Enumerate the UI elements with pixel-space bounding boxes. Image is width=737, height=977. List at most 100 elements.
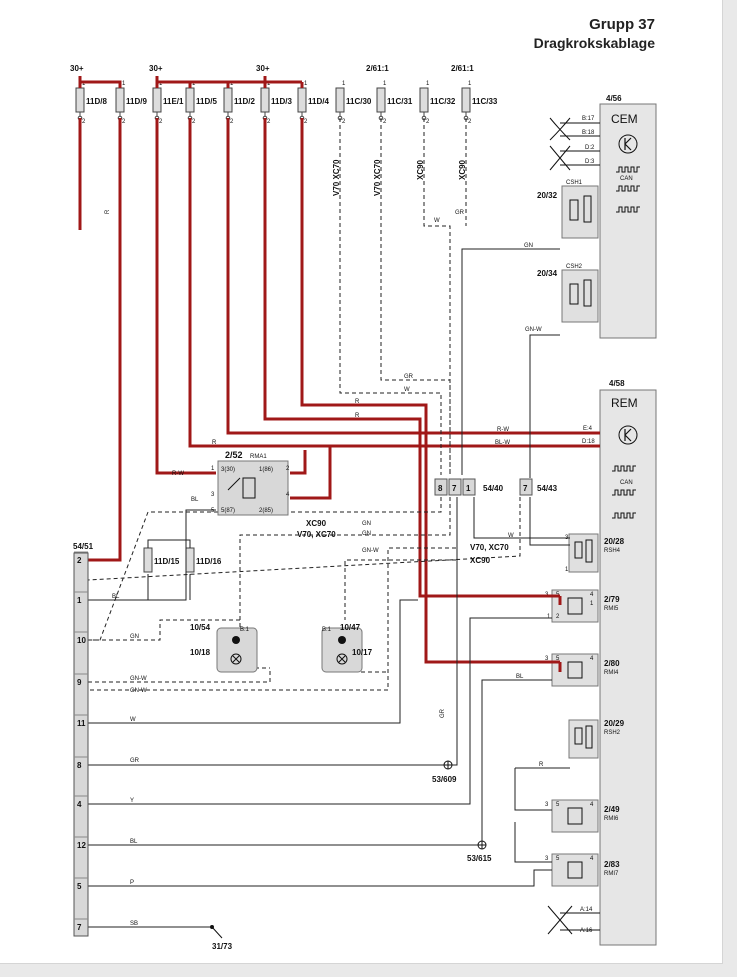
relay-pin-1: 1	[211, 466, 215, 472]
c5451-pin: 7	[77, 923, 82, 932]
relay-rma1: 2/52 RMA1 3(30) 1(86) 5(87) 2(85) 1 2 3 …	[211, 450, 290, 516]
connector-5443: 7 54/43	[519, 478, 558, 496]
rmi5-name: RMI5	[604, 606, 619, 612]
wire-label-gr3: GR	[440, 708, 446, 718]
fuse-label: 11D/8	[86, 97, 107, 106]
wire-label-gnw4: GN-W	[130, 688, 147, 694]
wire-label-gn2: GN	[362, 521, 371, 527]
fuse-label: 11C/33	[472, 97, 498, 106]
fuse-label: 11D/15	[154, 557, 180, 566]
rem-pin-a16: A:16	[580, 928, 593, 934]
model-label-xc90-a: XC90	[416, 159, 425, 180]
csh1-block	[561, 185, 599, 239]
lamp-right: 10/47 10/17 B:1	[321, 623, 373, 673]
svg-text:4: 4	[590, 592, 594, 598]
c5451-pin: 4	[77, 800, 82, 809]
csh2-name: CSH2	[566, 264, 583, 270]
svg-text:2: 2	[468, 119, 472, 125]
fuse-label: 11D/9	[126, 97, 147, 106]
cem-pin-d2: D:2	[585, 145, 595, 151]
lamp-right-pin: B:1	[322, 627, 332, 633]
svg-text:2: 2	[267, 119, 271, 125]
svg-text:2: 2	[383, 119, 387, 125]
svg-text:1: 1	[590, 601, 594, 607]
cem-k-icon	[618, 134, 638, 154]
rmi4-name: RMI4	[604, 670, 619, 676]
lamp-left-pin: B:1	[240, 627, 250, 633]
svg-text:1: 1	[565, 567, 569, 573]
svg-text:1: 1	[383, 81, 387, 87]
csh1-id: 20/32	[537, 191, 558, 200]
rem-can-label: CAN	[620, 480, 633, 486]
wire-label-blw: BL-W	[495, 440, 510, 446]
wire-label-p: P	[130, 880, 134, 886]
relay-id: 2/52	[225, 450, 243, 460]
svg-text:2: 2	[304, 119, 308, 125]
ground-3173: 31/73	[212, 942, 233, 951]
csh1-name: CSH1	[566, 180, 583, 186]
relay-pin-285: 2(85)	[259, 508, 273, 514]
rmi4-id: 2/80	[604, 659, 620, 668]
wire-label-gn: GN	[524, 243, 533, 249]
cem-id: 4/56	[606, 94, 622, 103]
svg-text:1: 1	[267, 81, 271, 87]
wire-label-gn4: GN	[130, 634, 139, 640]
lamp-right-id-a: 10/47	[340, 623, 361, 632]
fuse-label: 11D/2	[234, 97, 255, 106]
wire-label-sb: SB	[130, 921, 138, 927]
wire-label-w3: W	[130, 717, 136, 723]
cem-pin-b17: B:17	[582, 116, 595, 122]
lamp-x-icon	[230, 653, 242, 665]
lamp-left: 10/54 10/18 B:1	[190, 623, 258, 673]
c5451-id: 54/51	[73, 542, 94, 551]
wire-label-gr-top: GR	[455, 210, 465, 216]
red-wires	[78, 76, 600, 672]
cem-pin-d3: D:3	[585, 159, 595, 165]
svg-text:1: 1	[547, 614, 551, 620]
svg-text:2: 2	[230, 119, 234, 125]
svg-text:2: 2	[122, 119, 126, 125]
fuse-label: 11D/5	[196, 97, 217, 106]
svg-text:5: 5	[556, 656, 560, 662]
rmi6-block	[551, 799, 599, 833]
rsh2-block	[568, 719, 599, 759]
svg-text:3: 3	[545, 656, 549, 662]
lamp-left-id-b: 10/18	[190, 648, 211, 657]
fuse-label: 11C/32	[430, 97, 456, 106]
relay-pin-2: 2	[286, 466, 290, 472]
wire-label-gnw2: GN-W	[362, 548, 379, 554]
wire-label-w2: W	[508, 533, 514, 539]
rsh4-id: 20/28	[604, 537, 625, 546]
wire-label-r3: R	[212, 440, 217, 446]
cem-module: 4/56 CEM CAN B:17 B:18 D:2 D:3 20/	[537, 94, 657, 339]
svg-text:1: 1	[122, 81, 126, 87]
rsh4-block	[568, 533, 599, 573]
relay-pin-330: 3(30)	[221, 467, 235, 473]
cem-pin-b18: B:18	[582, 130, 595, 136]
c5440-id: 54/40	[483, 484, 504, 493]
svg-text:1: 1	[82, 81, 86, 87]
rem-pin-a14: A:14	[580, 907, 593, 913]
cem-name: CEM	[611, 112, 638, 126]
supply-30-c: 30+	[256, 64, 270, 73]
connector-5440: 8 7 1 54/40	[434, 478, 504, 496]
wire-label-w: W	[404, 387, 410, 393]
supply-261-b: 2/61:1	[451, 64, 474, 73]
cem-can-label: CAN	[620, 176, 633, 182]
relay-name: RMA1	[250, 454, 267, 460]
wire-label-r1: R	[355, 399, 360, 405]
lamp-bulb-icon	[232, 636, 240, 644]
rem-name: REM	[611, 396, 638, 410]
c5440-pin-8: 8	[438, 484, 443, 493]
wire-label-gnw3: GN-W	[130, 676, 147, 682]
wire-label-bl2: BL	[112, 594, 120, 600]
svg-text:1: 1	[192, 81, 196, 87]
fuse-11d-8: 11D/812	[75, 81, 107, 125]
wire-label-bl: BL	[191, 497, 199, 503]
wire-label-r2: R	[355, 413, 360, 419]
fuse-label: 11C/31	[387, 97, 413, 106]
